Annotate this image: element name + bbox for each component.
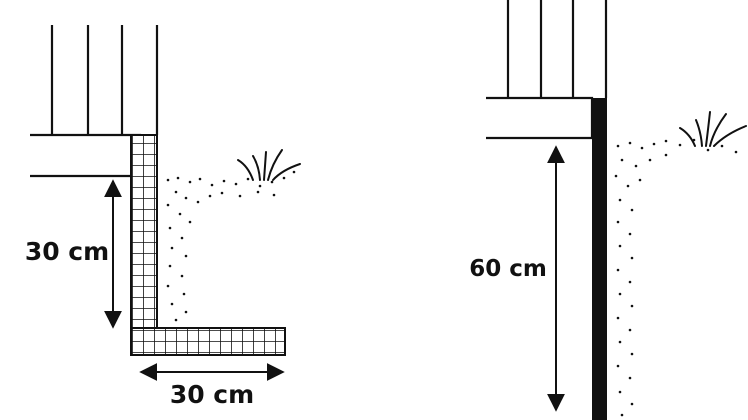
right-deck-boards [506,0,608,98]
left-mesh-vertical [130,134,158,356]
right-soil-dots [614,138,738,417]
left-deck-boards [50,25,159,135]
left-deck-slab [30,133,142,178]
right-diagram: 60 cm [469,0,747,420]
left-soil-dots [166,170,296,322]
left-mesh-horizontal [130,327,286,356]
left-vertical-dimension-label: 30 cm [25,237,109,266]
left-horizontal-dimension-label: 30 cm [170,380,254,409]
right-grass-tuft-icon [679,111,747,147]
right-deck-slab [486,96,594,140]
left-grass-tuft-icon [237,149,301,181]
left-diagram: 30 cm 30 cm [25,25,301,409]
right-vertical-dimension-label: 60 cm [469,256,547,282]
right-solid-barrier [592,98,607,420]
